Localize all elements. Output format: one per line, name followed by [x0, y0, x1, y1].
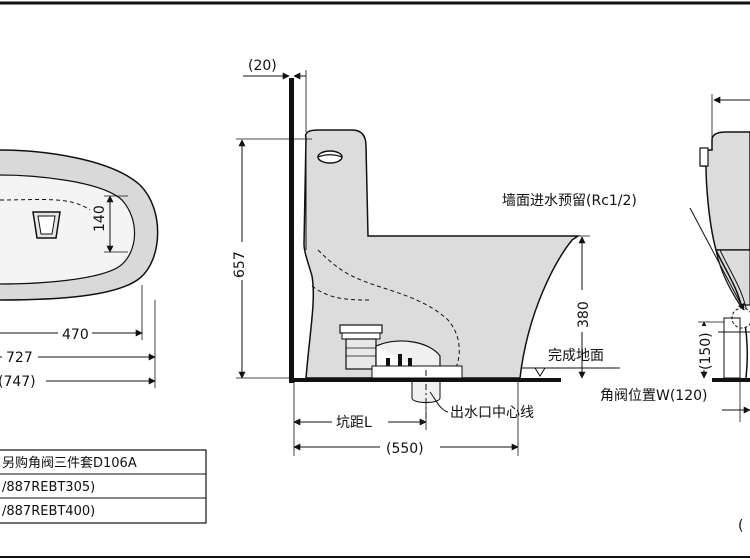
front-view: (150) 角阀位置W(120) 墙面进水预留(Rc1/2) ( [502, 94, 750, 534]
dim-rough-in-bg [332, 412, 388, 430]
plan-view: 140 470 727 (747) [0, 149, 159, 390]
wall-line [289, 78, 294, 383]
dim-380-bg [572, 290, 594, 332]
outlet-leader [429, 391, 449, 413]
plan-bowl-inner [0, 174, 136, 285]
dim-657-label: 657 [232, 251, 248, 278]
dim-550-bg [380, 438, 440, 456]
dim-150-bg [694, 326, 714, 370]
floor-line [289, 378, 561, 382]
wall-inlet-leader [689, 207, 745, 311]
dim-140-label: 140 [92, 205, 108, 232]
flush-button-icon [317, 150, 343, 164]
table-row-1: 另购角阀三件套D106A [2, 455, 137, 471]
dim-470-bg [58, 323, 92, 341]
outlet-centerline-label: 出水口中心线 [450, 405, 534, 421]
side-view: 坑距L (550) 出水口中心线 (20) 657 380 完成地面 [228, 58, 620, 457]
flush-lever-icon [699, 147, 709, 167]
table-row-2: /887REBT305) [2, 480, 95, 495]
finished-floor-label: 完成地面 [548, 348, 604, 364]
dim-657-bg [228, 242, 250, 280]
toilet-body [303, 129, 581, 379]
angle-valve-position-label: 角阀位置W(120) [600, 388, 708, 404]
plan-drain-inner [37, 215, 56, 235]
accessory-table: 另购角阀三件套D106A /887REBT305) /887REBT400) [0, 449, 207, 524]
table-row-3: /887REBT400) [2, 504, 95, 519]
dim-150-label: (150) [698, 332, 714, 370]
front-body [715, 249, 750, 306]
dim-550-label: (550) [386, 441, 424, 457]
rough-in-label: 坑距L [336, 415, 372, 431]
floor-level-symbol-icon [534, 367, 546, 377]
drain-fitting-icon [339, 324, 463, 379]
corner-mark: ( [738, 518, 743, 534]
dim-380-label: 380 [576, 301, 592, 328]
flush-button-detail [317, 154, 343, 158]
table-border [0, 449, 207, 524]
dim-747-bg [0, 370, 46, 388]
dim-727-bg [2, 346, 38, 364]
plan-hidden-line [0, 198, 91, 211]
dim-727-label: 727 [6, 350, 33, 366]
front-tank [701, 131, 750, 251]
dim-20-label: (20) [248, 58, 277, 74]
front-floor-line [712, 378, 750, 382]
trapway-hidden-line [317, 249, 460, 369]
wall-inlet-label: 墙面进水预留(Rc1/2) [502, 193, 637, 209]
trapway-hidden-line-2 [311, 285, 373, 301]
dim-747-label: (747) [0, 374, 36, 390]
dim-470-label: 470 [62, 327, 89, 343]
